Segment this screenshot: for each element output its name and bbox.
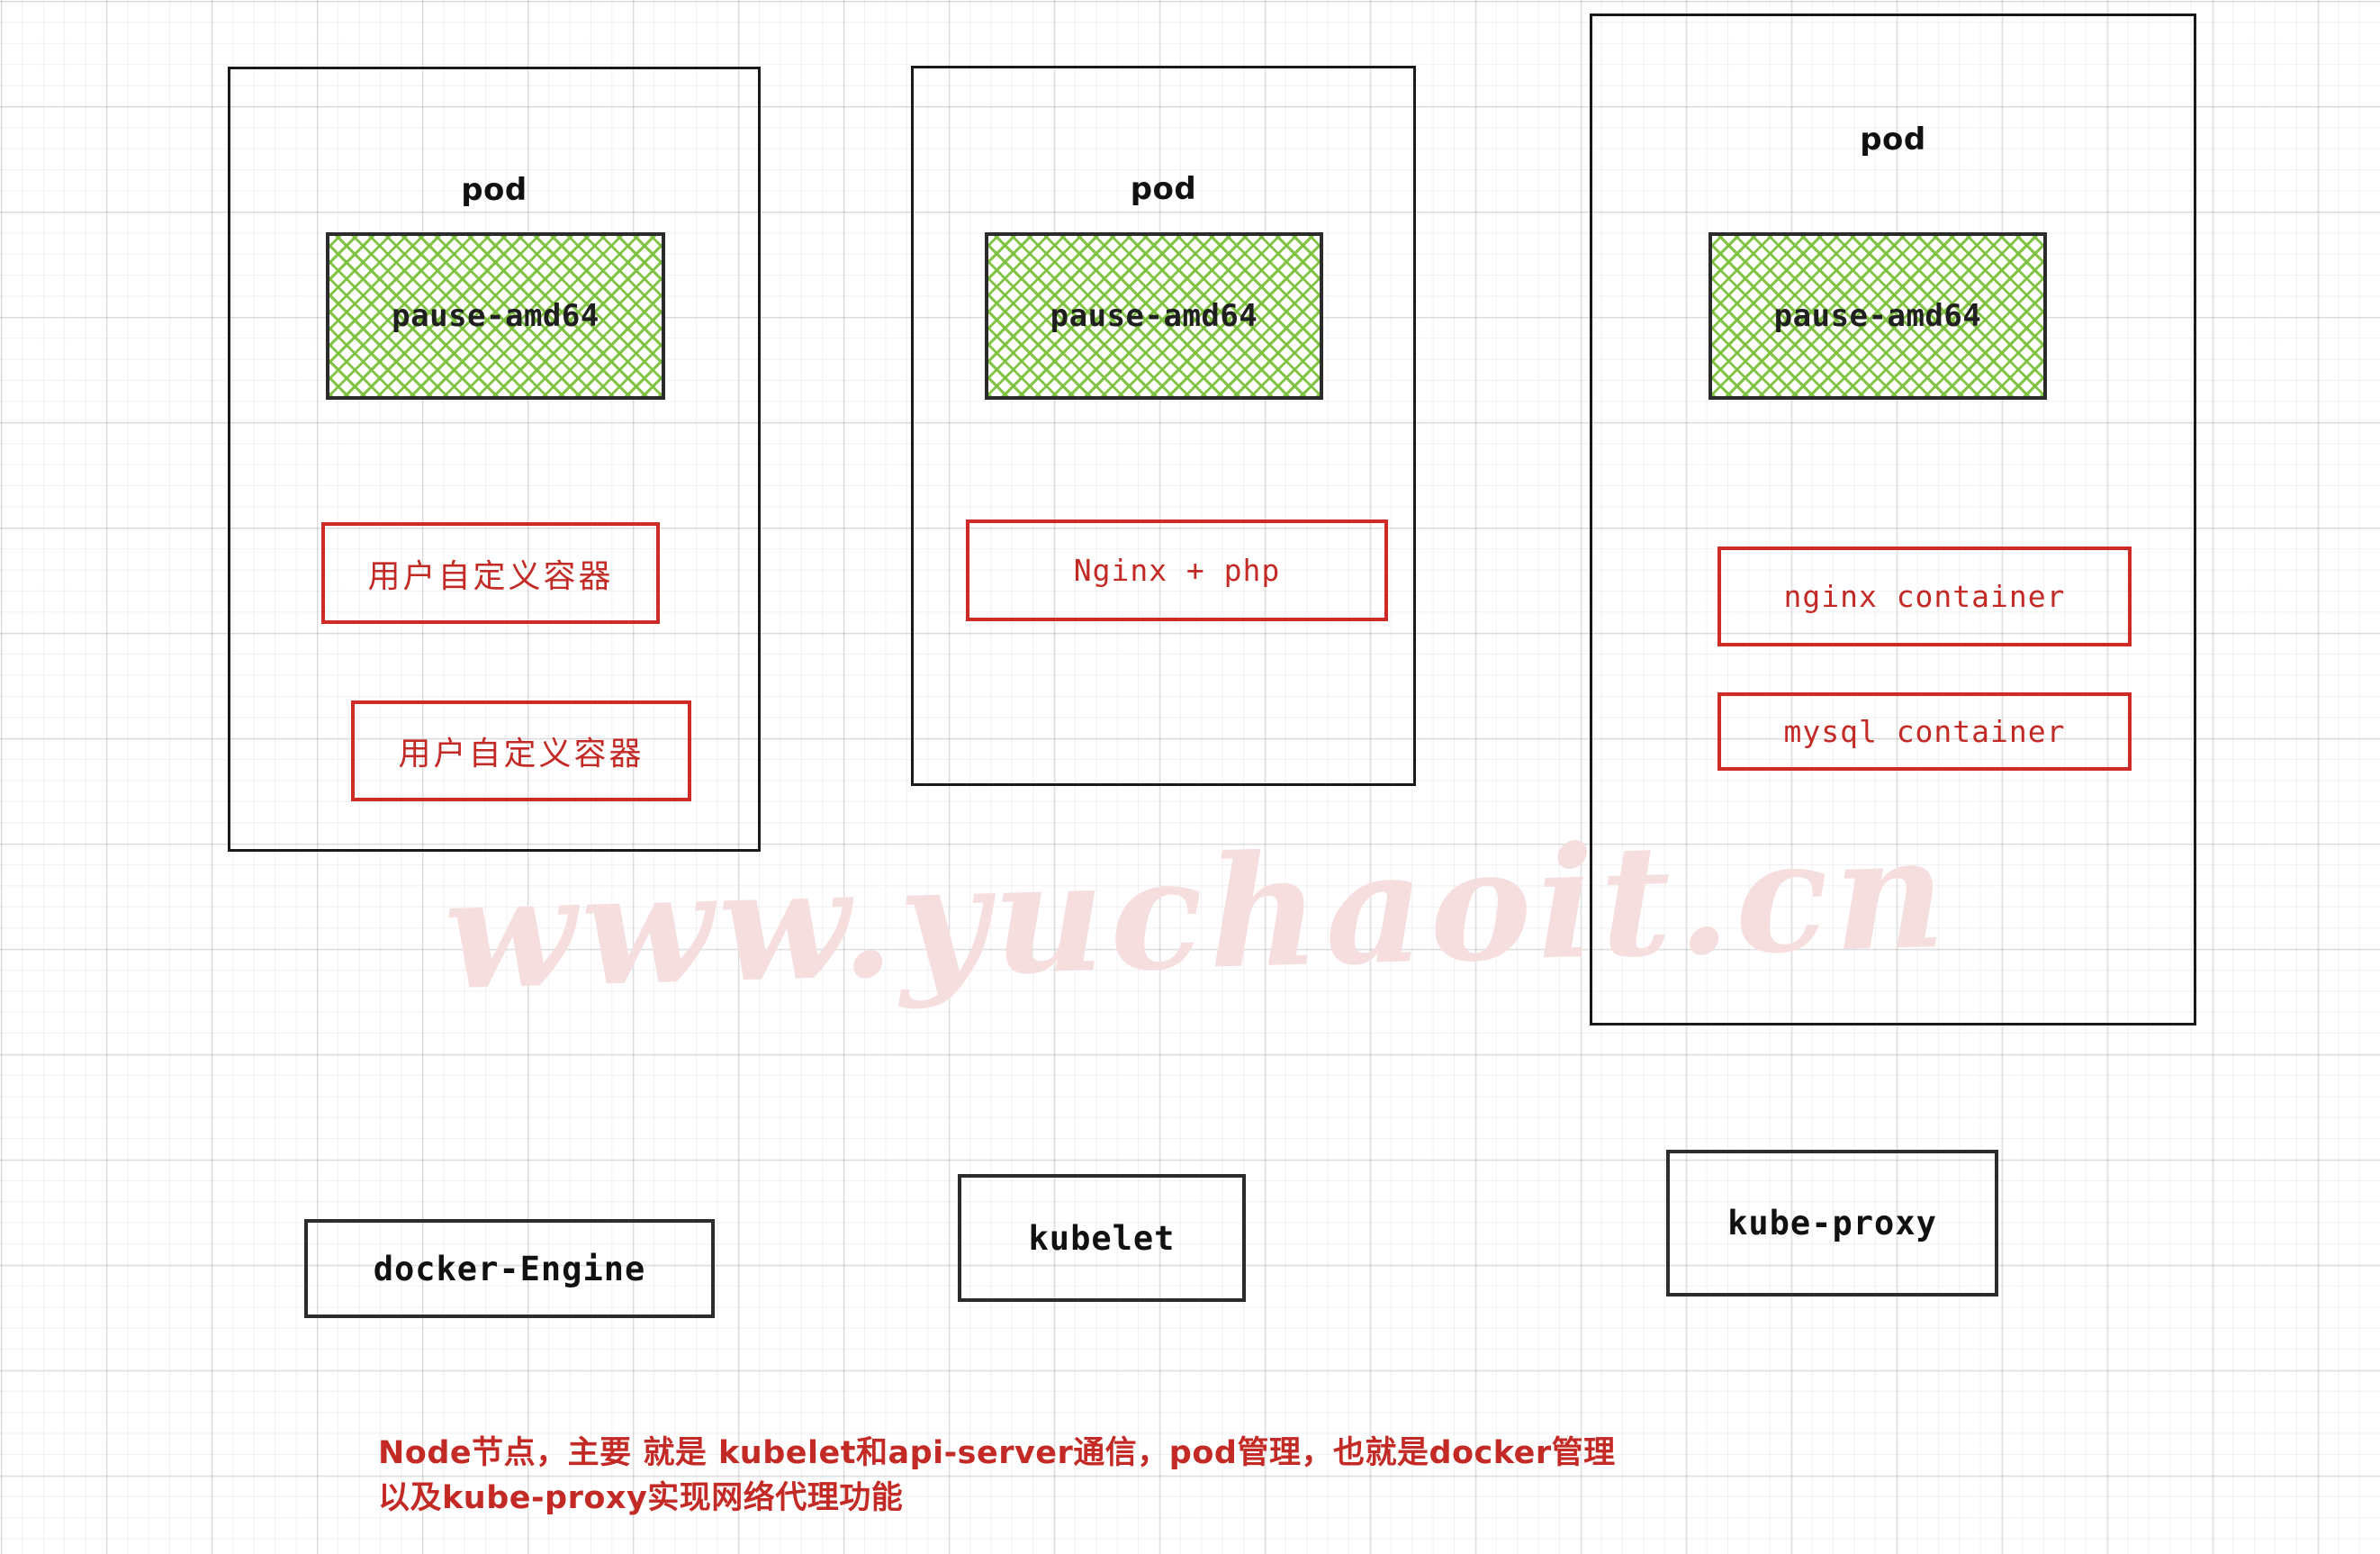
mysql-container-label: mysql container <box>1783 714 2066 749</box>
pause-amd64-box-3: pause-amd64 <box>1708 232 2047 400</box>
kubelet-label: kubelet <box>1028 1218 1176 1258</box>
pod-label: pod <box>461 172 527 208</box>
kubelet-box: kubelet <box>958 1174 1246 1302</box>
nginx-container-box: nginx container <box>1717 547 2132 646</box>
pause-amd64-label: pause-amd64 <box>1773 298 1982 334</box>
docker-engine-label: docker-Engine <box>373 1249 646 1288</box>
pod-label: pod <box>1860 122 1926 158</box>
mysql-container-box: mysql container <box>1717 692 2132 771</box>
footer-note: Node节点，主要 就是 kubelet和api-server通信，pod管理，… <box>378 1432 1616 1521</box>
docker-engine-box: docker-Engine <box>304 1219 715 1318</box>
user-container-label: 用户自定义容器 <box>398 736 645 772</box>
user-container-box-1a: 用户自定义容器 <box>321 522 660 624</box>
nginx-php-box: Nginx + php <box>966 520 1388 621</box>
kube-proxy-label: kube-proxy <box>1727 1204 1937 1242</box>
pod-container-2: pod <box>911 66 1416 786</box>
user-container-label: 用户自定义容器 <box>367 557 614 595</box>
footer-note-line-1: Node节点，主要 就是 kubelet和api-server通信，pod管理，… <box>378 1435 1616 1471</box>
pod-container-1: pod <box>228 67 761 852</box>
pause-amd64-label: pause-amd64 <box>392 298 600 334</box>
pause-amd64-box-2: pause-amd64 <box>985 232 1323 400</box>
kube-proxy-box: kube-proxy <box>1666 1150 1998 1297</box>
nginx-container-label: nginx container <box>1783 579 2066 614</box>
pod-container-3: pod <box>1590 14 2196 1025</box>
user-container-box-1b: 用户自定义容器 <box>351 700 691 801</box>
footer-note-line-2: 以及kube-proxy实现网络代理功能 <box>378 1479 904 1516</box>
pause-amd64-label: pause-amd64 <box>1050 298 1258 334</box>
nginx-php-label: Nginx + php <box>1073 553 1281 588</box>
pause-amd64-box-1: pause-amd64 <box>326 232 665 400</box>
pod-label: pod <box>1130 171 1197 207</box>
